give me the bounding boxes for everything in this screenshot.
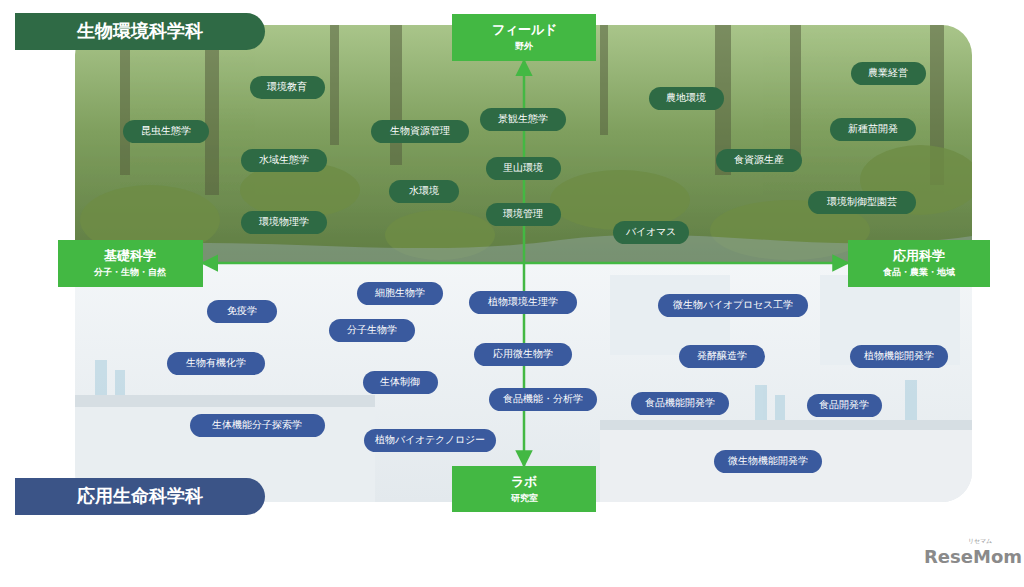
node-subtitle: 分子・生物・自然 xyxy=(94,267,166,277)
node-title: 生体制御 xyxy=(380,376,420,388)
node-title: 微生物機能開発学 xyxy=(728,455,808,467)
node-subtitle: 食品・農業・地域 xyxy=(883,267,955,277)
field-topic-pill: 環境教育 xyxy=(250,76,325,99)
field-topic-pill: 環境物理学 xyxy=(241,211,327,234)
field-topic-pill: 農地環境 xyxy=(649,87,724,110)
field-topic-pill: 環境管理 xyxy=(486,203,561,226)
lab-topic-pill: 微生物機能開発学 xyxy=(714,450,822,473)
lab-topic-pill: 発酵醸造学 xyxy=(679,345,765,368)
lab-topic-pill: 植物機能開発学 xyxy=(850,345,948,368)
field-topic-pill: 農業経営 xyxy=(851,62,926,85)
field-topic-pill: 水域生態学 xyxy=(241,149,327,172)
department-tab: 生物環境科学科 xyxy=(15,13,265,50)
field-topic-pill: 生物資源管理 xyxy=(371,120,469,143)
node-title: 応用生命科学科 xyxy=(77,486,203,507)
node-title: 食品機能・分析学 xyxy=(503,393,583,405)
node-title: 環境制御型園芸 xyxy=(827,196,897,208)
node-title: 生物有機化学 xyxy=(186,357,246,369)
node-title: 里山環境 xyxy=(503,162,543,174)
node-title: ラボ xyxy=(511,475,537,490)
node-title: 植物バイオテクノロジー xyxy=(375,434,485,446)
lab-topic-pill: 食品機能・分析学 xyxy=(489,388,597,411)
node-title: 環境教育 xyxy=(267,81,307,93)
field-topic-pill: 景観生態学 xyxy=(480,108,566,131)
field-topic-pill: 食資源生産 xyxy=(716,149,802,172)
node-title: 応用科学 xyxy=(893,249,945,264)
node-title: 水域生態学 xyxy=(259,154,309,166)
field-topic-pill: 水環境 xyxy=(389,180,459,203)
node-title: 生体機能分子探索学 xyxy=(212,419,302,431)
axis-box: フィールド野外 xyxy=(452,14,596,61)
node-title: 分子生物学 xyxy=(347,324,397,336)
department-tab: 応用生命科学科 xyxy=(15,478,265,515)
node-title: 応用微生物学 xyxy=(493,348,553,360)
node-title: 景観生態学 xyxy=(498,113,548,125)
node-title: 生物資源管理 xyxy=(390,125,450,137)
axis-box: 基礎科学分子・生物・自然 xyxy=(58,240,203,287)
axis-box: 応用科学食品・農業・地域 xyxy=(848,240,990,287)
node-title: 植物環境生理学 xyxy=(488,296,558,308)
node-title: 食品開発学 xyxy=(819,399,869,411)
node-title: 昆虫生態学 xyxy=(141,125,191,137)
node-title: 水環境 xyxy=(409,185,439,197)
lab-topic-pill: 細胞生物学 xyxy=(357,282,443,305)
node-title: 生物環境科学科 xyxy=(77,21,203,42)
node-subtitle: 野外 xyxy=(515,41,533,51)
lab-topic-pill: 応用微生物学 xyxy=(474,343,572,366)
lab-topic-pill: 生物有機化学 xyxy=(167,352,265,375)
lab-topic-pill: 生体機能分子探索学 xyxy=(190,414,325,437)
lab-topic-pill: 植物バイオテクノロジー xyxy=(364,429,496,452)
node-title: 農地環境 xyxy=(666,92,706,104)
field-topic-pill: 里山環境 xyxy=(486,157,561,180)
node-title: 食品機能開発学 xyxy=(645,397,715,409)
field-topic-pill: 新種苗開発 xyxy=(830,118,916,141)
field-topic-pill: 環境制御型園芸 xyxy=(808,191,916,214)
lab-topic-pill: 植物環境生理学 xyxy=(469,291,577,314)
lab-topic-pill: 微生物バイオプロセス工学 xyxy=(658,294,808,317)
node-title: 環境物理学 xyxy=(259,216,309,228)
lab-topic-pill: 食品機能開発学 xyxy=(631,392,729,415)
node-title: 食資源生産 xyxy=(734,154,784,166)
field-topic-pill: バイオマス xyxy=(613,221,689,244)
watermark: ReseMom xyxy=(924,546,1022,567)
node-title: 基礎科学 xyxy=(104,249,156,264)
lab-topic-pill: 分子生物学 xyxy=(329,319,415,342)
watermark-kana: リセマム xyxy=(968,537,992,546)
node-title: 農業経営 xyxy=(868,67,908,79)
node-title: 発酵醸造学 xyxy=(697,350,747,362)
lab-topic-pill: 免疫学 xyxy=(207,300,277,323)
node-title: 免疫学 xyxy=(227,305,257,317)
lab-topic-pill: 生体制御 xyxy=(363,371,438,394)
node-title: 細胞生物学 xyxy=(375,287,425,299)
node-title: 環境管理 xyxy=(503,208,543,220)
lab-topic-pill: 食品開発学 xyxy=(807,394,882,417)
node-title: 微生物バイオプロセス工学 xyxy=(673,299,793,311)
axis-box: ラボ研究室 xyxy=(452,466,596,512)
node-title: 新種苗開発 xyxy=(848,123,898,135)
field-topic-pill: 昆虫生態学 xyxy=(123,120,209,143)
node-title: 植物機能開発学 xyxy=(864,350,934,362)
node-title: バイオマス xyxy=(626,226,676,238)
node-subtitle: 研究室 xyxy=(511,493,538,503)
node-title: フィールド xyxy=(492,23,557,38)
